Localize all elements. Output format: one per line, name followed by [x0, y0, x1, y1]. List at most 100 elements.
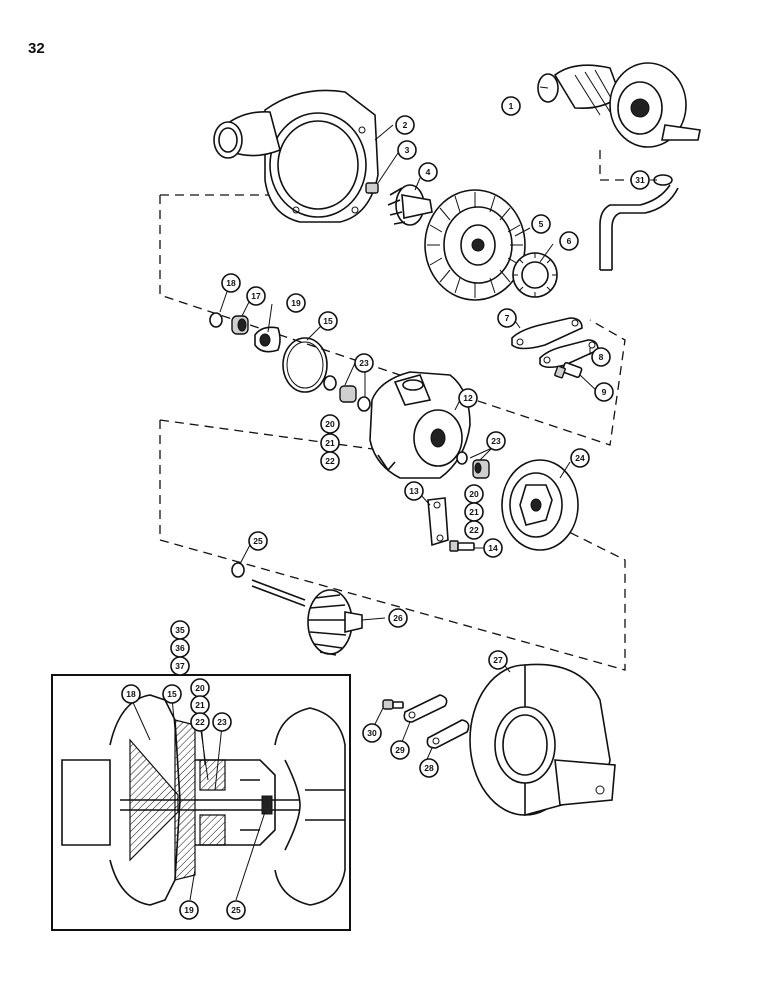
- svg-text:18: 18: [226, 278, 236, 288]
- callout-35: 35: [170, 620, 190, 640]
- svg-text:7: 7: [505, 313, 510, 323]
- svg-text:26: 26: [393, 613, 403, 623]
- svg-text:27: 27: [493, 655, 503, 665]
- callout-2: 2: [395, 115, 415, 135]
- svg-text:35: 35: [175, 625, 185, 635]
- piston-ring: [231, 562, 245, 578]
- page-number: 32: [28, 40, 45, 57]
- callout-29: 29: [390, 740, 410, 760]
- lock-plates: [511, 317, 599, 369]
- svg-text:36: 36: [175, 643, 185, 653]
- callout-25: 25: [248, 531, 268, 551]
- callout-15: 15: [318, 311, 338, 331]
- callout-27: 27: [488, 650, 508, 670]
- svg-text:3: 3: [405, 145, 410, 155]
- compressor-wheel: [387, 184, 433, 226]
- callout-5: 5: [531, 214, 551, 234]
- inset-callout-20: 20: [190, 678, 210, 698]
- svg-text:22: 22: [325, 456, 335, 466]
- callout-20-b: 20: [464, 484, 484, 504]
- callout-26: 26: [388, 608, 408, 628]
- bearings-turbine-side: [456, 451, 490, 479]
- callout-22: 22: [320, 451, 340, 471]
- bolt: [554, 361, 583, 379]
- turbine-housing: [469, 663, 616, 817]
- callout-23: 23: [354, 353, 374, 373]
- compressor-backplate: [424, 189, 526, 301]
- center-bolt: [449, 540, 475, 552]
- center-housing: [369, 371, 471, 479]
- svg-text:9: 9: [602, 387, 607, 397]
- o-ring: [282, 337, 328, 393]
- callout-12: 12: [458, 388, 478, 408]
- callout-31: 31: [630, 170, 650, 190]
- callout-24: 24: [570, 448, 590, 468]
- callout-3: 3: [397, 140, 417, 160]
- svg-text:30: 30: [367, 728, 377, 738]
- thrust-collar-parts: [209, 312, 281, 353]
- lock-plate-center: [427, 497, 449, 547]
- turbocharger-assembly: [537, 62, 701, 148]
- callout-36: 36: [170, 638, 190, 658]
- svg-text:18: 18: [126, 689, 136, 699]
- callout-19: 19: [286, 293, 306, 313]
- svg-text:12: 12: [463, 393, 473, 403]
- inset-callout-25: 25: [226, 900, 246, 920]
- svg-text:4: 4: [426, 167, 431, 177]
- callout-14: 14: [483, 538, 503, 558]
- svg-text:22: 22: [469, 525, 479, 535]
- callout-20: 20: [320, 414, 340, 434]
- svg-text:25: 25: [253, 536, 263, 546]
- callout-4: 4: [418, 162, 438, 182]
- inset-callout-23: 23: [212, 712, 232, 732]
- callout-37: 37: [170, 656, 190, 676]
- callout-22-b: 22: [464, 520, 484, 540]
- svg-text:19: 19: [291, 298, 301, 308]
- callout-6: 6: [559, 231, 579, 251]
- svg-text:23: 23: [491, 436, 501, 446]
- svg-text:22: 22: [195, 717, 205, 727]
- svg-text:28: 28: [424, 763, 434, 773]
- compressor-housing: [213, 89, 379, 223]
- inset-callout-19: 19: [179, 900, 199, 920]
- svg-text:23: 23: [359, 358, 369, 368]
- callout-9: 9: [594, 382, 614, 402]
- svg-text:1: 1: [509, 101, 514, 111]
- turbine-wheel-shaft: [251, 579, 363, 656]
- svg-text:13: 13: [409, 486, 419, 496]
- callout-21-b: 21: [464, 502, 484, 522]
- callout-23-b: 23: [486, 431, 506, 451]
- callout-13: 13: [404, 481, 424, 501]
- bearings-compressor-side: [323, 375, 371, 412]
- dashed-guide-lines: [159, 150, 645, 671]
- inset-callout-18: 18: [121, 684, 141, 704]
- impeller-nut: [365, 182, 379, 194]
- svg-text:21: 21: [325, 438, 335, 448]
- svg-text:23: 23: [217, 717, 227, 727]
- svg-text:5: 5: [539, 219, 544, 229]
- callout-30: 30: [362, 723, 382, 743]
- svg-text:19: 19: [184, 905, 194, 915]
- callout-28: 28: [419, 758, 439, 778]
- callout-7: 7: [497, 308, 517, 328]
- svg-text:15: 15: [167, 689, 177, 699]
- callout-8: 8: [591, 347, 611, 367]
- callout-21: 21: [320, 433, 340, 453]
- svg-text:24: 24: [575, 453, 585, 463]
- svg-text:15: 15: [323, 316, 333, 326]
- retaining-ring: [512, 252, 558, 298]
- callout-1: 1: [501, 96, 521, 116]
- svg-text:6: 6: [567, 236, 572, 246]
- svg-text:31: 31: [635, 175, 645, 185]
- svg-text:8: 8: [599, 352, 604, 362]
- svg-text:37: 37: [175, 661, 185, 671]
- svg-text:21: 21: [195, 700, 205, 710]
- svg-text:25: 25: [231, 905, 241, 915]
- housing-clamps: [382, 694, 470, 749]
- callouts: 1 2 3 4 5 6 7 8 9 12 13 14 15 17 18 19 2…: [121, 96, 650, 920]
- heat-shield: [501, 459, 579, 551]
- svg-text:2: 2: [403, 120, 408, 130]
- svg-text:14: 14: [488, 543, 498, 553]
